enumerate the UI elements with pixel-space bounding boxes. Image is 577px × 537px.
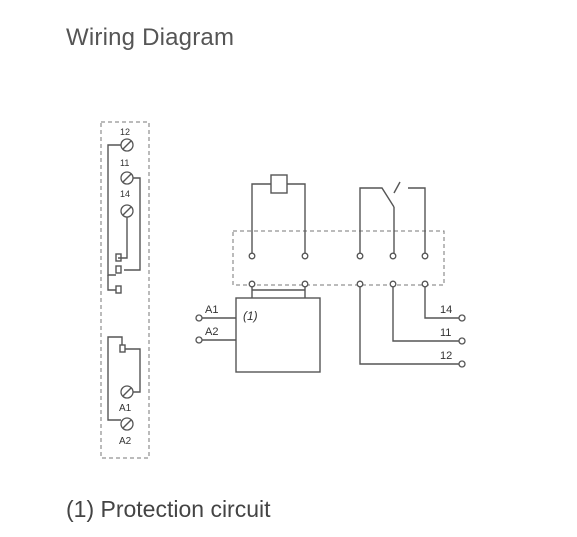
- output-terminal-12[interactable]: [458, 360, 466, 368]
- input-terminal-a2[interactable]: [195, 336, 203, 344]
- changeover-contact: [359, 187, 395, 255]
- module-label-a1: A1: [119, 403, 132, 414]
- output-terminal-11[interactable]: [458, 337, 466, 345]
- input-label-a2: A2: [205, 326, 218, 338]
- input-terminal-a1[interactable]: [195, 314, 203, 322]
- protection-circuit-block: [235, 297, 321, 373]
- output-label-11: 11: [440, 327, 451, 339]
- page-title: Wiring Diagram: [66, 24, 235, 51]
- module-label-a2: A2: [119, 436, 132, 447]
- output-label-12: 12: [440, 350, 452, 362]
- output-label-14: 14: [440, 304, 452, 316]
- relay-schematic: (1) A1 A2 14 11 12: [195, 174, 466, 373]
- relay-coil: [270, 174, 288, 194]
- input-label-a1: A1: [205, 304, 218, 316]
- module-label-14: 14: [120, 189, 130, 199]
- module-label-12: 12: [120, 127, 130, 137]
- socket-module: 12 11 14 A1 A2: [100, 121, 150, 459]
- protection-circuit-label: (1): [243, 309, 258, 323]
- module-label-11: 11: [120, 158, 129, 168]
- output-terminal-14[interactable]: [458, 314, 466, 322]
- caption: (1) Protection circuit: [66, 496, 271, 522]
